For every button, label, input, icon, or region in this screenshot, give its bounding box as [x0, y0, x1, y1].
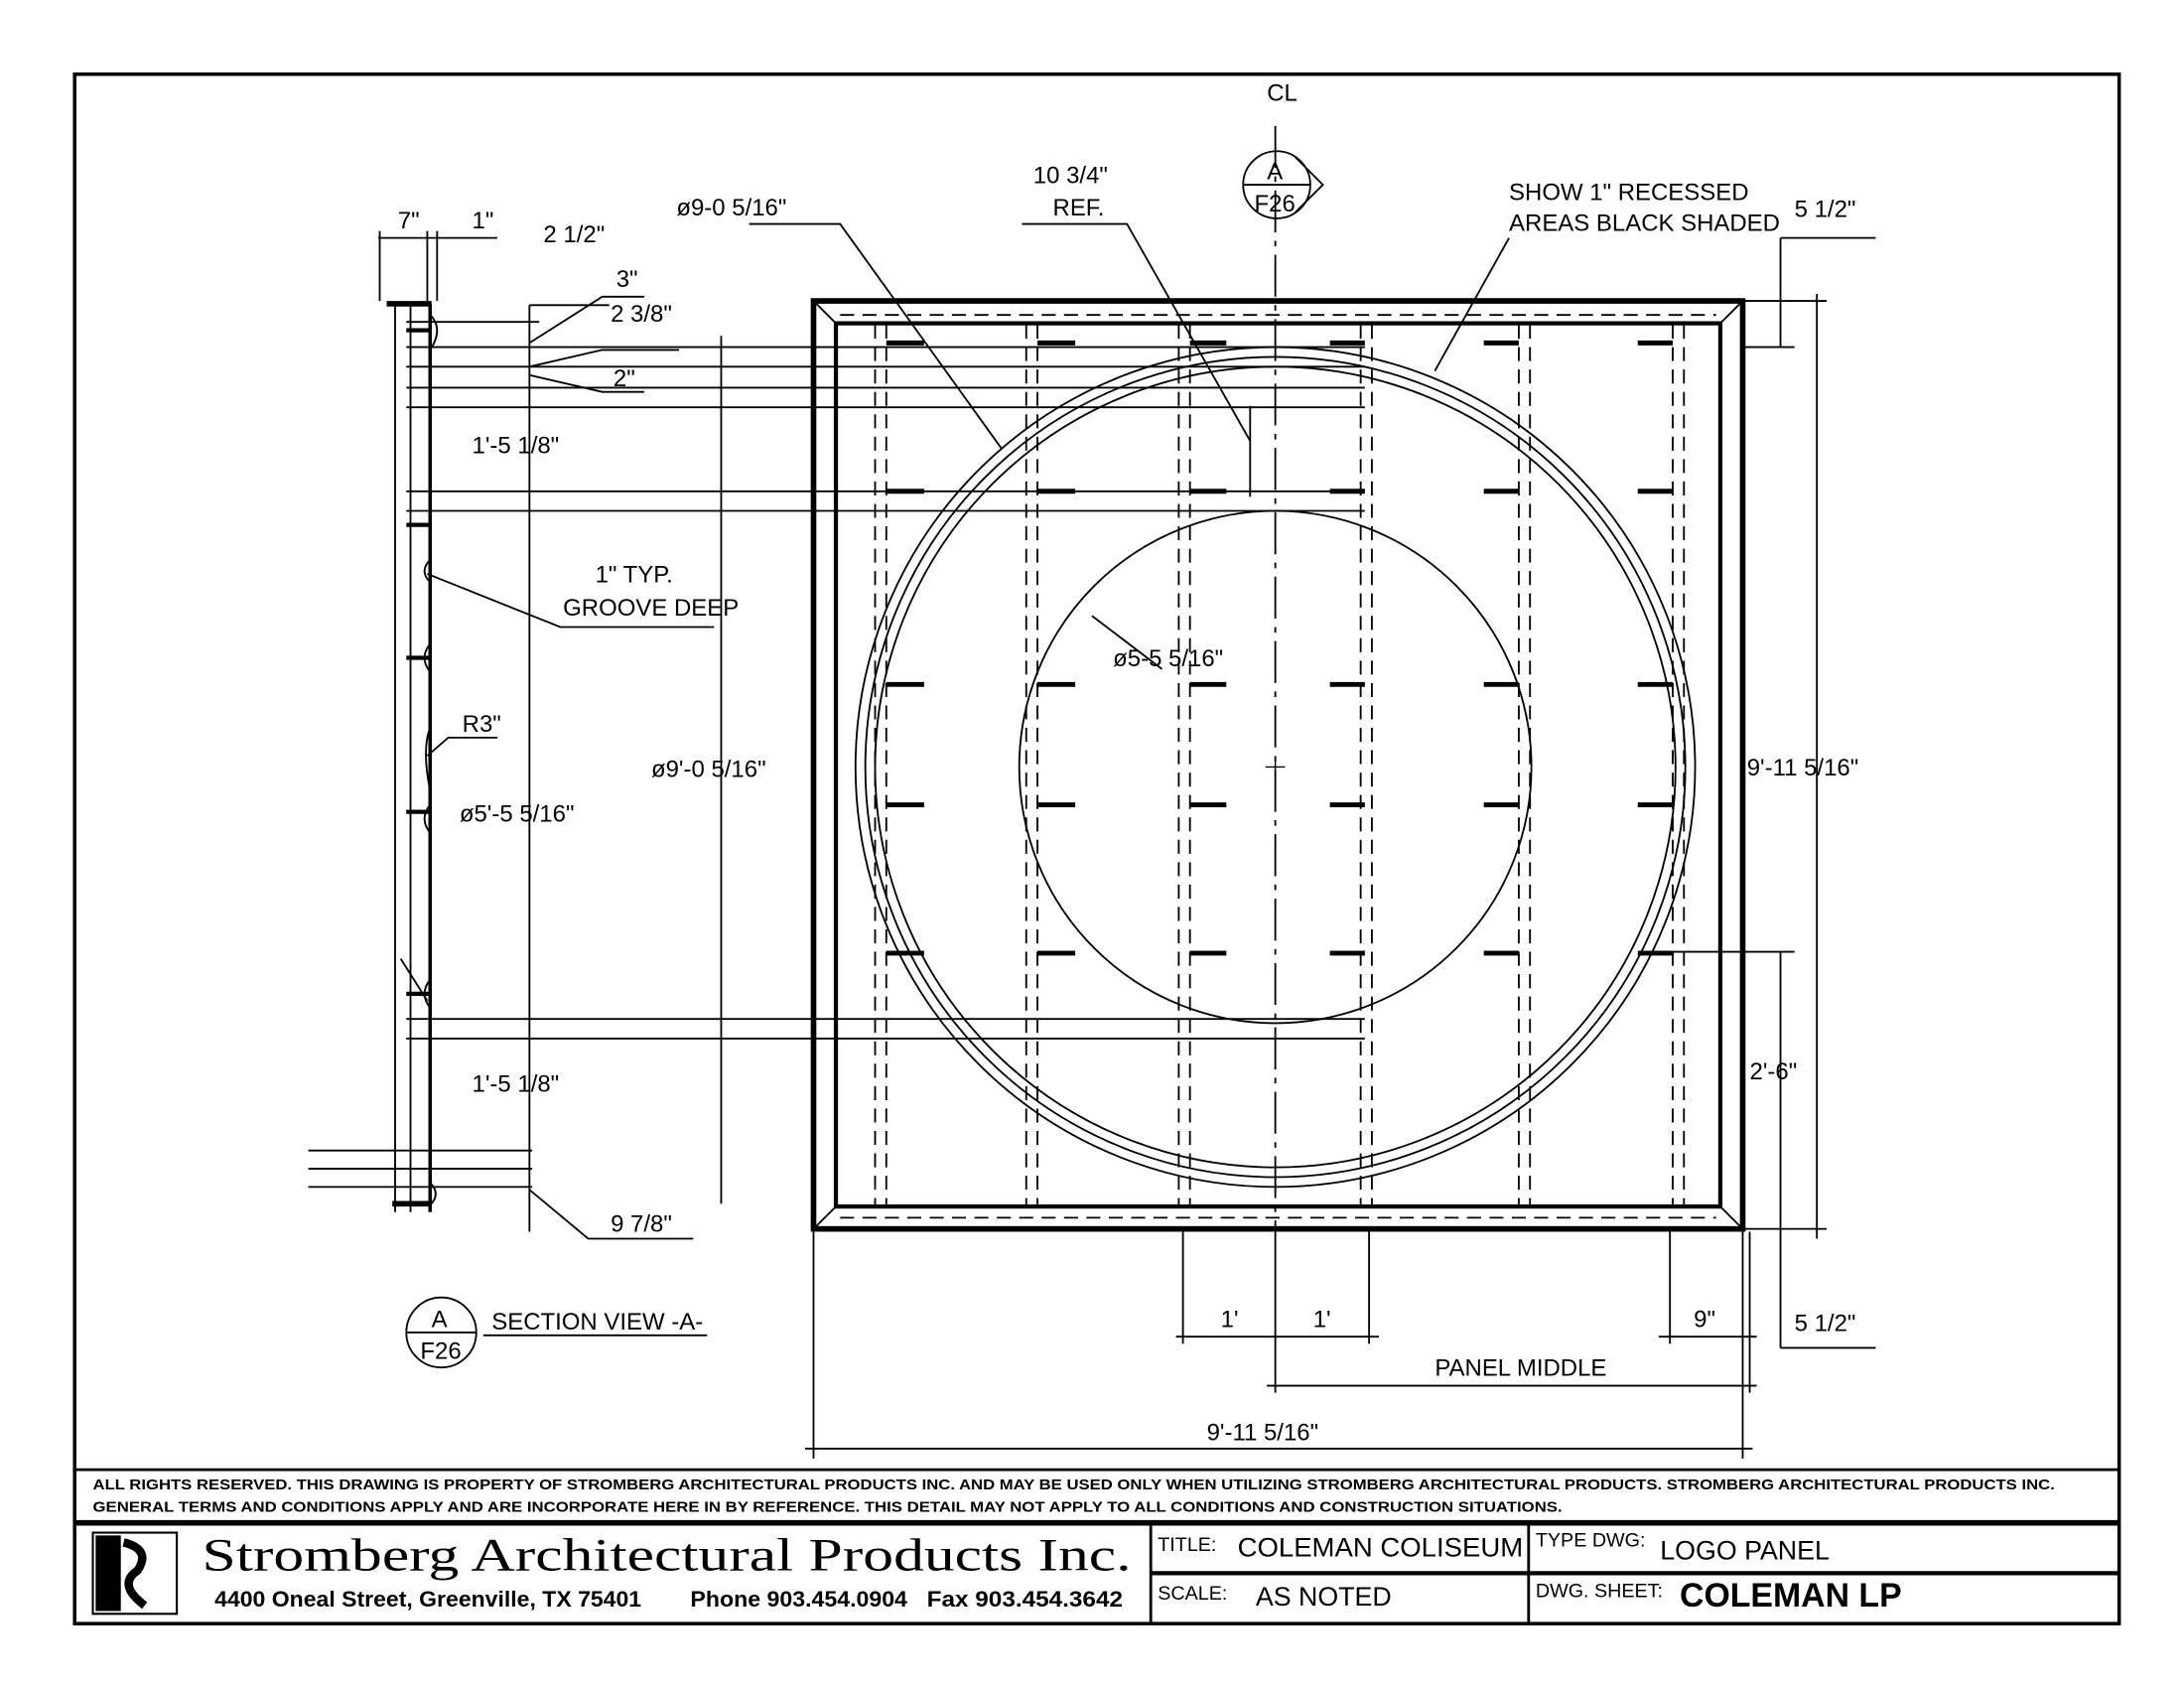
- label-dim-1-5-bottom: 1'-5 1/8": [473, 1071, 560, 1098]
- label-1ft-a: 1': [1221, 1306, 1239, 1333]
- panel-outer-edge: [810, 298, 1746, 1232]
- title-value: COLEMAN COLISEUM: [1238, 1532, 1524, 1562]
- rights-note-line2: GENERAL TERMS AND CONDITIONS APPLY AND A…: [93, 1499, 1563, 1515]
- leader-dia-5: [1091, 615, 1163, 670]
- type-dwg-value: LOGO PANEL: [1660, 1535, 1830, 1565]
- title-label: TITLE:: [1158, 1534, 1216, 1556]
- center-mark: [1265, 757, 1286, 777]
- label-dim-1-5-top: 1'-5 1/8": [473, 433, 560, 460]
- sheet-border: [72, 71, 2121, 1625]
- label-note-1: SHOW 1" RECESSED: [1509, 180, 1748, 207]
- label-9-11-bottom: 9'-11 5/16": [1207, 1419, 1319, 1446]
- centerline-label: CL: [1267, 79, 1297, 106]
- label-panel-middle: PANEL MIDDLE: [1434, 1355, 1606, 1382]
- bubble-bottom-sheet: F26: [420, 1338, 461, 1365]
- stud-columns: [874, 325, 1686, 1207]
- label-dia-5-center: ø5-5 5/16": [1113, 645, 1223, 672]
- recess-marks: [886, 340, 1673, 956]
- section-view-label: SECTION VIEW -A-: [491, 1309, 703, 1336]
- label-dia-9-left: ø9'-0 5/16": [651, 756, 766, 782]
- label-5-1-2-top: 5 1/2": [1795, 196, 1856, 222]
- label-ref-1: 10 3/4": [1033, 163, 1108, 190]
- bubble-bottom-letter: A: [432, 1306, 448, 1333]
- label-2-6: 2'-6": [1750, 1058, 1798, 1085]
- label-dim-2: 2": [614, 365, 635, 392]
- company-fax: Fax 903.454.3642: [927, 1587, 1123, 1612]
- label-5-1-2-bottom: 5 1/2": [1795, 1311, 1856, 1337]
- dwg-sheet-label: DWG. SHEET:: [1536, 1580, 1663, 1602]
- bottom-dimensions: [805, 1231, 1757, 1459]
- leader-ref: [1022, 222, 1252, 497]
- company-address: 4400 Oneal Street, Greenville, TX 75401: [214, 1587, 641, 1612]
- type-dwg-label: TYPE DWG:: [1536, 1530, 1646, 1552]
- label-dim-9-7-8: 9 7/8": [611, 1210, 672, 1237]
- dimension-labels: 7" 1" 2 1/2" 3" 2 3/8" 2" 1'-5 1/8" 1" T…: [398, 79, 1858, 1446]
- label-9-11-right: 9'-11 5/16": [1747, 755, 1859, 781]
- label-9: 9": [1694, 1306, 1715, 1333]
- label-r3: R3": [463, 711, 501, 738]
- company-name: Stromberg Architectural Products Inc.: [202, 1531, 1131, 1582]
- section-view: [308, 230, 1365, 1369]
- scale-value: AS NOTED: [1256, 1582, 1392, 1612]
- right-dimensions: [1672, 236, 1876, 1349]
- company-phone: Phone 903.454.0904: [690, 1587, 907, 1612]
- label-groove-2: GROOVE DEEP: [563, 595, 739, 622]
- label-dia-5-left: ø5'-5 5/16": [460, 800, 575, 827]
- bubble-top-sheet: F26: [1255, 191, 1296, 217]
- leader-note: [1433, 237, 1510, 371]
- company-logo: [91, 1531, 179, 1616]
- scale-label: SCALE:: [1158, 1583, 1227, 1605]
- label-1ft-b: 1': [1313, 1306, 1331, 1333]
- label-dim-7: 7": [398, 208, 420, 234]
- label-dim-3: 3": [616, 266, 638, 293]
- label-dim-2-3-8: 2 3/8": [611, 301, 672, 328]
- label-dim-1: 1": [473, 208, 494, 234]
- label-dia-9-top: ø9-0 5/16": [676, 195, 786, 221]
- leader-dia-9: [749, 222, 1003, 449]
- label-note-2: AREAS BLACK SHADED: [1509, 211, 1780, 237]
- label-dim-2-1-2: 2 1/2": [543, 221, 605, 248]
- panel-drawing: [308, 125, 1876, 1459]
- label-groove-1: 1" TYP.: [596, 561, 673, 588]
- label-ref-2: REF.: [1053, 195, 1105, 221]
- panel-inner-edge: [833, 321, 1723, 1209]
- bubble-top-letter: A: [1267, 158, 1283, 185]
- panel-bevel: [812, 300, 1744, 1230]
- dwg-sheet-value: COLEMAN LP: [1680, 1577, 1902, 1615]
- rights-note-line1: ALL RIGHTS RESERVED. THIS DRAWING IS PRO…: [93, 1477, 2055, 1493]
- title-block: Stromberg Architectural Products Inc. 44…: [74, 1519, 2119, 1624]
